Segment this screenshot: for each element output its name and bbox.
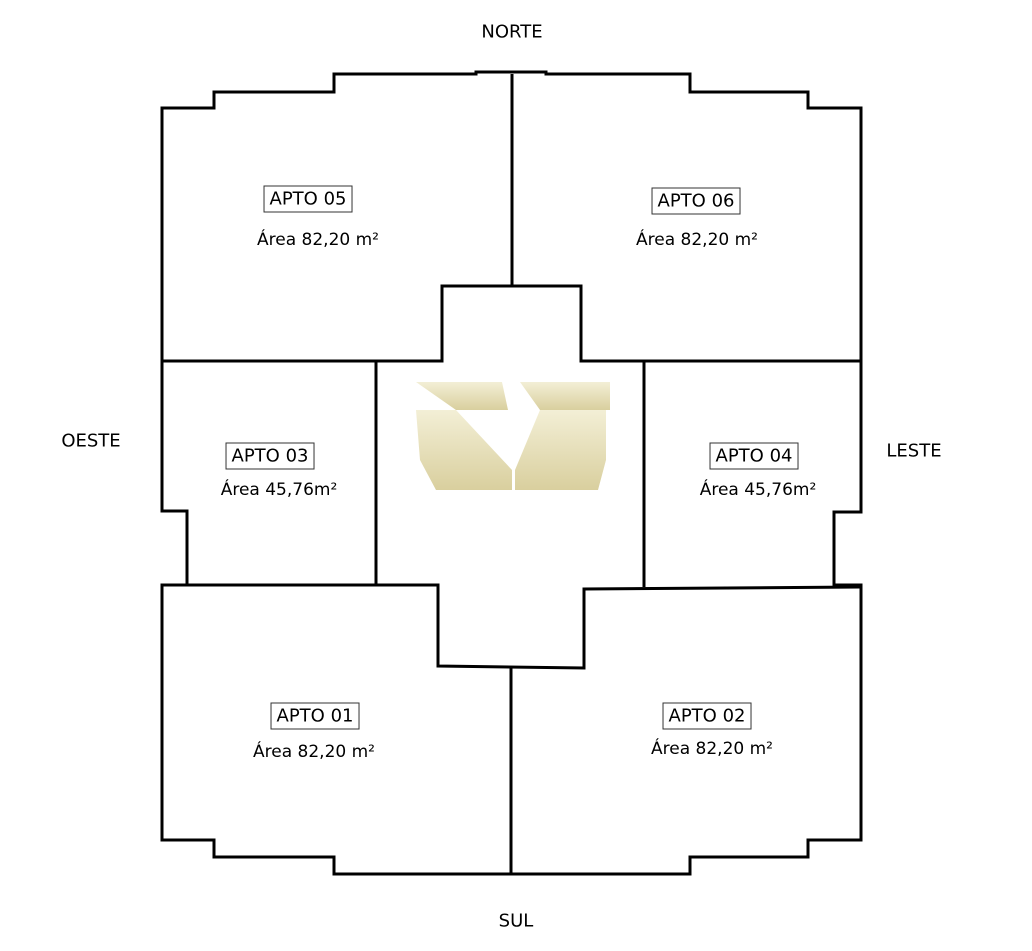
compass-south: SUL [498,910,534,932]
apartment-label-03: APTO 03 [225,442,315,470]
compass-east: LESTE [886,440,942,462]
watermark-logo [416,382,610,490]
apartment-label-01: APTO 01 [270,702,360,730]
apartment-area-05: Área 82,20 m² [257,230,379,250]
compass-west: OESTE [61,430,121,452]
apartment-area-03: Área 45,76m² [220,480,338,500]
apartment-label-04: APTO 04 [709,442,799,470]
outer-wall [160,70,863,876]
apartment-label-05: APTO 05 [263,185,353,213]
walls [160,70,863,876]
apartment-area-02: Área 82,20 m² [651,739,773,759]
apartment-area-04: Área 45,76m² [699,480,817,500]
compass-north: NORTE [481,21,543,43]
apartment-label-02: APTO 02 [662,702,752,730]
apartment-area-06: Área 82,20 m² [636,230,758,250]
apartment-label-06: APTO 06 [651,187,741,215]
apartment-area-01: Área 82,20 m² [253,742,375,762]
